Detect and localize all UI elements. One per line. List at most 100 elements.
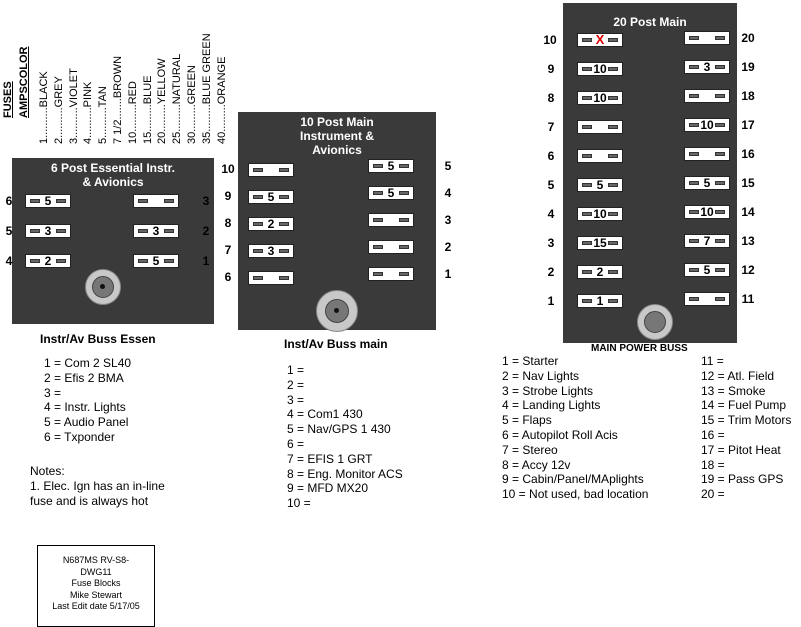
legend-item: 40.........ORANGE bbox=[215, 56, 228, 144]
fuse-terminal bbox=[608, 241, 618, 245]
fuse-amp-rating: 5 bbox=[596, 178, 604, 192]
fuse-terminal bbox=[582, 241, 592, 245]
main10-fuse bbox=[368, 267, 414, 281]
fuse-terminal bbox=[253, 249, 263, 253]
fuse-amp-rating: 5 bbox=[387, 186, 395, 200]
main20-assignment: 15 = Trim Motors bbox=[701, 413, 792, 428]
main20-position-label: 4 bbox=[547, 207, 555, 221]
main20-position-label: 10 bbox=[543, 33, 557, 47]
main20-position-label: 19 bbox=[741, 60, 755, 74]
drawing-title-block: N687MS RV-S8- DWG11 Fuse Blocks Mike Ste… bbox=[37, 545, 155, 627]
fuse-terminal bbox=[399, 245, 409, 249]
essential-assignment: 4 = Instr. Lights bbox=[44, 400, 126, 415]
fuse-terminal bbox=[30, 199, 40, 203]
main20-position-label: 20 bbox=[741, 31, 755, 45]
essential-position-label: 3 bbox=[202, 194, 210, 208]
main20-assignment: 14 = Fuel Pump bbox=[701, 398, 787, 413]
fuse-terminal bbox=[608, 299, 618, 303]
main20-assignment: 3 = Strobe Lights bbox=[502, 383, 594, 398]
fuse-terminal bbox=[608, 212, 618, 216]
legend-item: 25.........NATURAL bbox=[171, 53, 184, 144]
main10-fuse: 5 bbox=[248, 190, 294, 204]
main10-fuse bbox=[368, 213, 414, 227]
main20-assignment: 16 = bbox=[701, 427, 725, 442]
main20-fuse: 1 bbox=[577, 294, 623, 308]
main10-position-label: 8 bbox=[224, 216, 232, 230]
fuse-terminal bbox=[689, 36, 699, 40]
main20-position-label: 6 bbox=[547, 149, 555, 163]
fuse-terminal bbox=[715, 268, 725, 272]
main20-position-label: 18 bbox=[741, 89, 755, 103]
essential-position-label: 4 bbox=[5, 254, 13, 268]
main10-assignment: 8 = Eng. Monitor ACS bbox=[287, 466, 403, 481]
fuse-amp-rating: 2 bbox=[44, 254, 52, 268]
legend-item: 10.........RED bbox=[126, 81, 139, 144]
main10-title-line3: Avionics bbox=[312, 143, 362, 157]
fuse-amp-rating: 10 bbox=[593, 62, 607, 76]
main10-bus-caption: Inst/Av Buss main bbox=[284, 337, 388, 351]
main20-fuse: 10 bbox=[684, 205, 730, 219]
fuse-amp-rating: 5 bbox=[44, 194, 52, 208]
fuse-amp-rating: 10 bbox=[593, 207, 607, 221]
main10-position-label: 3 bbox=[444, 213, 452, 227]
fuse-terminal bbox=[582, 154, 592, 158]
essential-assignment: 3 = bbox=[44, 385, 62, 400]
main20-fuse bbox=[684, 31, 730, 45]
legend-item: 2..........GREY bbox=[52, 76, 65, 144]
main20-position-label: 13 bbox=[741, 234, 755, 248]
fuse-terminal bbox=[56, 259, 66, 263]
main20-assignment: 1 = Starter bbox=[502, 354, 559, 368]
essential-position-label: 1 bbox=[202, 254, 210, 268]
main10-fuse bbox=[248, 163, 294, 177]
fuse-terminal bbox=[715, 123, 725, 127]
main20-fuse: 3 bbox=[684, 60, 730, 74]
main10-position-label: 6 bbox=[224, 270, 232, 284]
essential-bus-caption: Instr/Av Buss Essen bbox=[40, 332, 156, 346]
main20-position-label: 1 bbox=[547, 294, 555, 308]
essential-fuse: 2 bbox=[25, 254, 71, 268]
essential-assignment: 1 = Com 2 SL40 bbox=[44, 356, 132, 370]
fuse-amp-rating: 3 bbox=[267, 244, 275, 258]
essential-position-label: 2 bbox=[202, 224, 210, 238]
fuse-amp-rating: 15 bbox=[593, 236, 607, 250]
fuse-terminal bbox=[689, 297, 699, 301]
main20-position-label: 9 bbox=[547, 62, 555, 76]
main20-assignment: 11 = bbox=[701, 354, 724, 368]
main10-assignment: 10 = bbox=[287, 496, 311, 511]
fuse-terminal bbox=[373, 245, 383, 249]
fuses-heading: FUSES bbox=[2, 81, 14, 118]
essential-fuse: 3 bbox=[133, 224, 179, 238]
fuse-terminal bbox=[56, 199, 66, 203]
amps-color-heading: AMPSCOLOR bbox=[18, 46, 30, 119]
main10-fuse bbox=[368, 240, 414, 254]
main20-fuse: 5 bbox=[684, 176, 730, 190]
fuse-amp-rating: 1 bbox=[596, 294, 604, 308]
fuse-terminal bbox=[582, 67, 592, 71]
fuse-amp-rating: 5 bbox=[267, 190, 275, 204]
fuse-terminal bbox=[608, 154, 618, 158]
fuse-terminal bbox=[689, 94, 699, 98]
fuse-amp-rating: 3 bbox=[152, 224, 160, 238]
main10-fuse: 2 bbox=[248, 217, 294, 231]
fuse-terminal bbox=[399, 191, 409, 195]
fuse-amp-rating: 2 bbox=[596, 265, 604, 279]
title-line3: Fuse Blocks bbox=[71, 578, 121, 588]
main10-assignment: 5 = Nav/GPS 1 430 bbox=[287, 422, 391, 437]
main10-title-line2: Instrument & bbox=[299, 129, 374, 143]
fuse-terminal bbox=[689, 152, 699, 156]
fuse-amp-rating: 3 bbox=[44, 224, 52, 238]
fuse-terminal bbox=[608, 67, 618, 71]
fuse-terminal bbox=[30, 259, 40, 263]
main20-assignment: 17 = Pitot Heat bbox=[701, 442, 781, 457]
main20-fuse: 10 bbox=[577, 207, 623, 221]
legend-item: 35.........BLUE GREEN bbox=[200, 33, 213, 144]
essential-fuse bbox=[133, 194, 179, 208]
main10-assignment: 2 = bbox=[287, 377, 305, 392]
fuse-terminal bbox=[715, 94, 725, 98]
fuse-terminal bbox=[164, 199, 174, 203]
main20-assignment: 2 = Nav Lights bbox=[502, 368, 580, 383]
